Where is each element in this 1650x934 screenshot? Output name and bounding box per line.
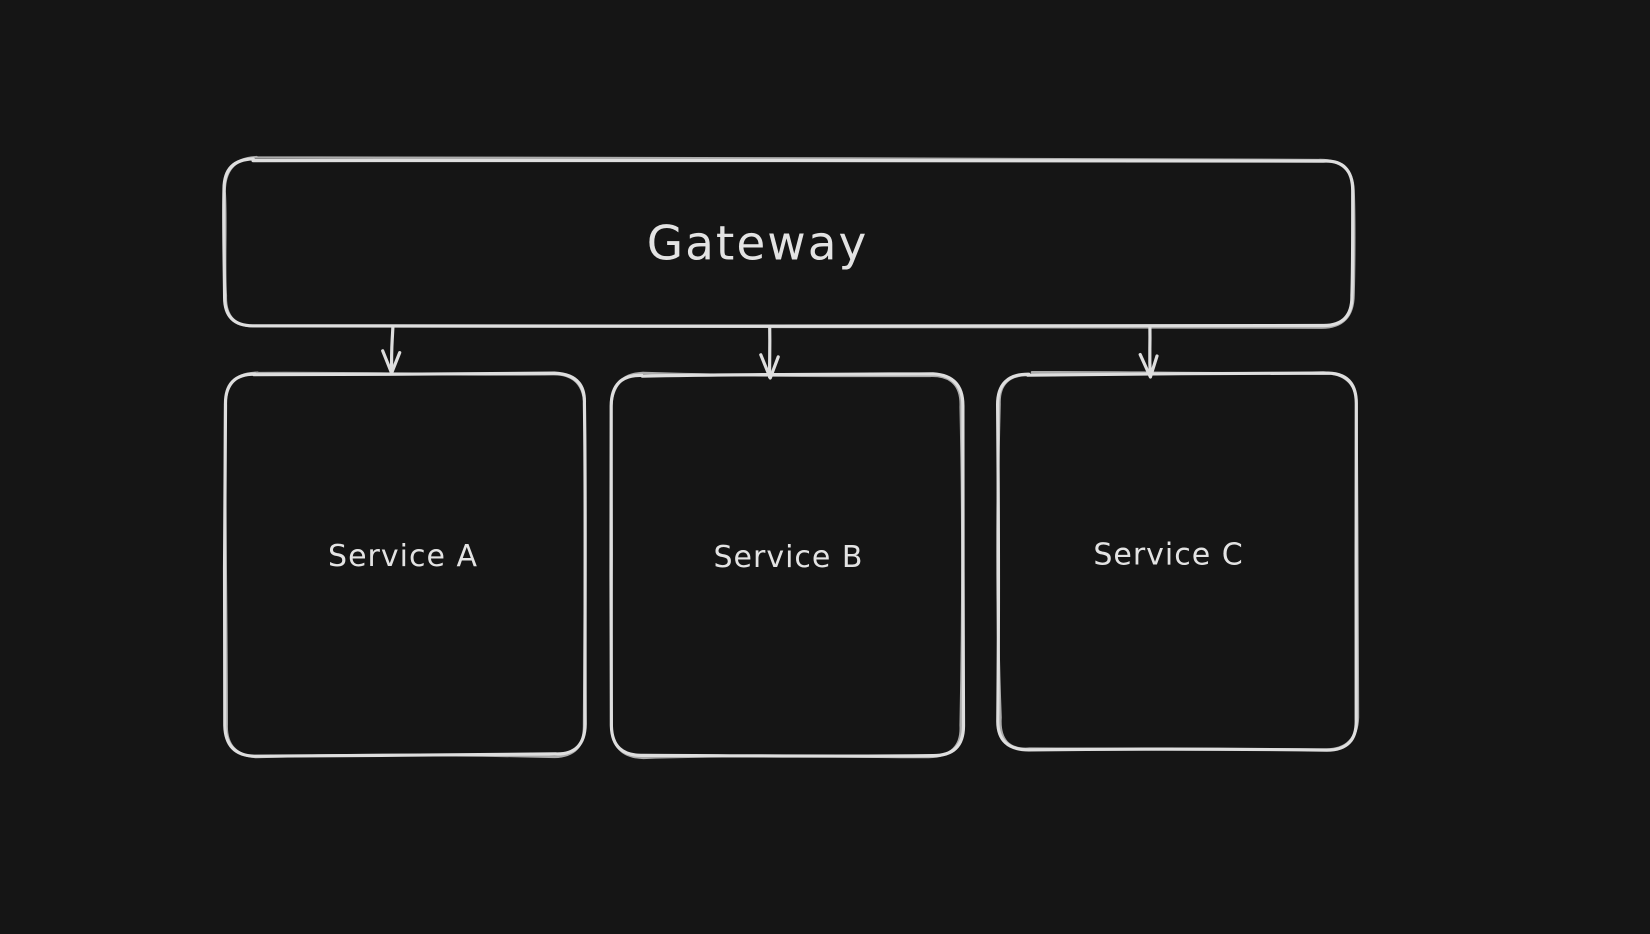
service-b-label: Service B [714, 540, 864, 575]
gateway-label: Gateway [647, 217, 869, 272]
arrowhead [1138, 353, 1159, 379]
service-b-outline-sketch-pass [609, 371, 964, 760]
service-a-node: Service A [222, 371, 587, 759]
service-c-label: Service C [1093, 538, 1243, 573]
service-a-outline-sketch-pass [223, 371, 587, 759]
edge-gateway-to-service-a [381, 325, 402, 375]
arrow-shaft [1148, 325, 1152, 378]
edge-gateway-to-service-c [1138, 325, 1159, 379]
gateway-node: Gateway [222, 155, 1356, 329]
edge-gateway-to-service-b [759, 325, 780, 380]
gateway-outline-sketch-pass [223, 155, 1356, 329]
arrow-shaft [389, 325, 395, 374]
service-a-label: Service A [328, 539, 478, 574]
service-b-node: Service B [609, 371, 966, 760]
service-c-node: Service C [996, 370, 1360, 752]
service-c-outline-sketch-pass [996, 370, 1360, 751]
arrowhead [759, 353, 780, 380]
arrowhead [381, 349, 402, 375]
